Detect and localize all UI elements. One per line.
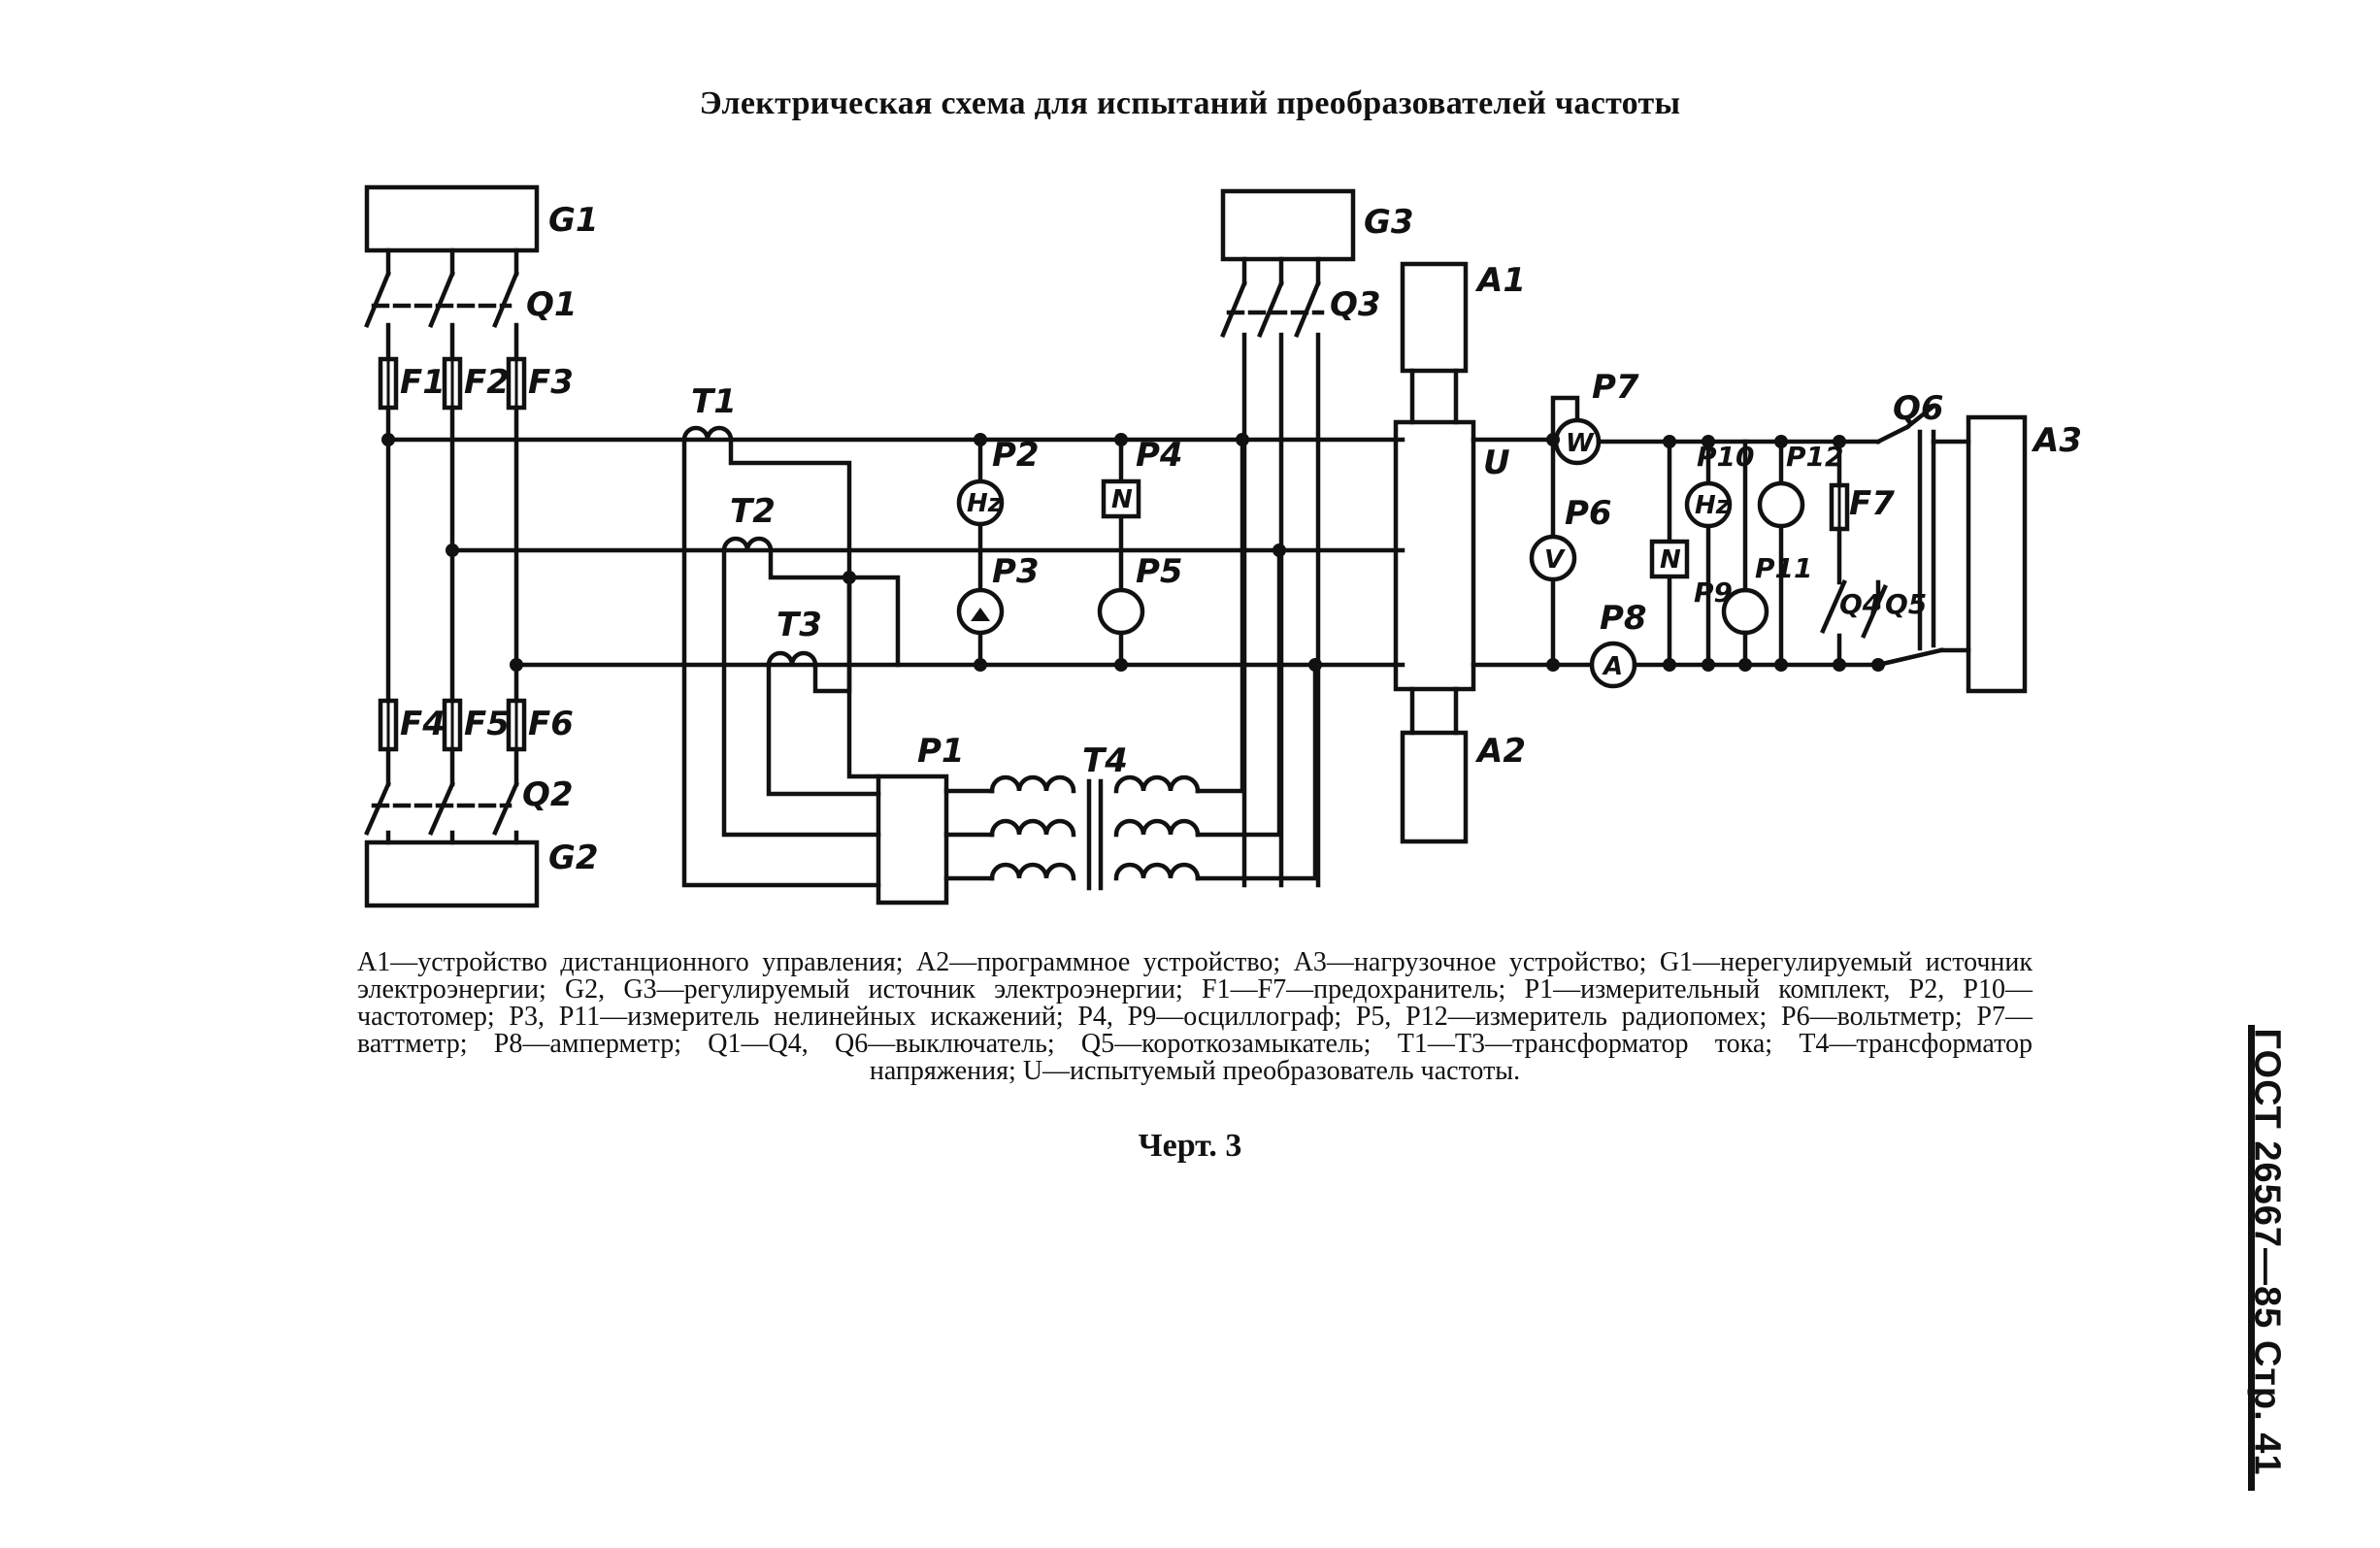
label-P3: P3: [992, 552, 1040, 591]
freq-meter-P10: [1684, 480, 1733, 529]
label-F2: F2: [464, 363, 510, 402]
figure-caption: Черт. 3: [1138, 1128, 1242, 1164]
oscilloscope-P4: [1101, 478, 1141, 519]
symbol-n-2: N: [1660, 545, 1681, 575]
label-F4: F4: [400, 705, 446, 743]
label-Q6: Q6: [1893, 389, 1944, 428]
label-P4: P4: [1136, 436, 1183, 475]
block-G2: [364, 840, 540, 908]
ct-T1: [681, 425, 881, 888]
label-T1: T1: [691, 382, 737, 421]
label-P1: P1: [917, 732, 965, 771]
label-T3: T3: [777, 606, 822, 644]
label-T2: T2: [730, 492, 776, 531]
block-A1: [1400, 261, 1469, 374]
oscilloscope-P9: [1649, 539, 1690, 579]
label-F3: F3: [528, 363, 574, 402]
label-T4: T4: [1082, 741, 1128, 780]
label-F6: F6: [528, 705, 574, 743]
label-Q2: Q2: [522, 775, 574, 814]
label-G1: G1: [548, 201, 599, 240]
label-F7: F7: [1849, 484, 1895, 523]
label-A2: A2: [1474, 732, 1526, 771]
label-A3: A3: [2031, 421, 2082, 460]
voltmeter-P6: [1529, 534, 1577, 582]
label-P12: P12: [1786, 441, 1844, 473]
switch-Q3: [1220, 256, 1325, 888]
label-P11: P11: [1755, 552, 1813, 584]
block-P1: [876, 774, 949, 906]
label-G3: G3: [1364, 203, 1414, 242]
switch-Q2: [364, 781, 519, 845]
label-A1: A1: [1474, 261, 1526, 300]
rf-meter-P5: [1097, 587, 1145, 636]
switch-Q6: [1874, 404, 1944, 668]
label-U: U: [1483, 444, 1510, 482]
symbol-a: A: [1602, 652, 1623, 681]
label-Q3: Q3: [1330, 285, 1381, 324]
label-P5: P5: [1136, 552, 1183, 591]
label-P8: P8: [1600, 599, 1647, 638]
rf-meter-P12: [1757, 480, 1805, 529]
label-G2: G2: [548, 839, 599, 877]
footer-rule: [2248, 1025, 2255, 1491]
block-A2: [1400, 730, 1469, 844]
symbol-w: W: [1566, 429, 1595, 458]
symbol-v: V: [1544, 545, 1566, 575]
load-A3: [1966, 414, 2028, 694]
page-footer-vertical: ГОСТ 26567—85 Стр. 41: [2203, 1028, 2330, 1475]
label-Q1: Q1: [526, 285, 578, 324]
label-Q4: Q4: [1839, 588, 1881, 620]
symbol-hz: Hz: [967, 489, 1004, 518]
converter-U: [1393, 419, 1476, 692]
switch-Q1: [364, 247, 519, 328]
ct-T3: [766, 575, 881, 797]
label-F5: F5: [464, 705, 510, 743]
ct-T2: [721, 536, 901, 838]
label-P6: P6: [1565, 494, 1612, 533]
symbol-hz-2: Hz: [1695, 491, 1732, 520]
block-G1: [364, 184, 540, 253]
label-P7: P7: [1592, 368, 1639, 407]
freq-meter-P2: [956, 478, 1005, 527]
symbol-n: N: [1111, 485, 1133, 514]
page-title: Электрическая схема для испытаний преобр…: [699, 85, 1681, 121]
legend-text: A1—устройство дистанционного управления;…: [357, 947, 2033, 1086]
distortion-meter-P11: [1721, 587, 1769, 636]
block-G3: [1220, 188, 1356, 262]
label-P2: P2: [992, 436, 1040, 475]
label-F1: F1: [400, 363, 446, 402]
